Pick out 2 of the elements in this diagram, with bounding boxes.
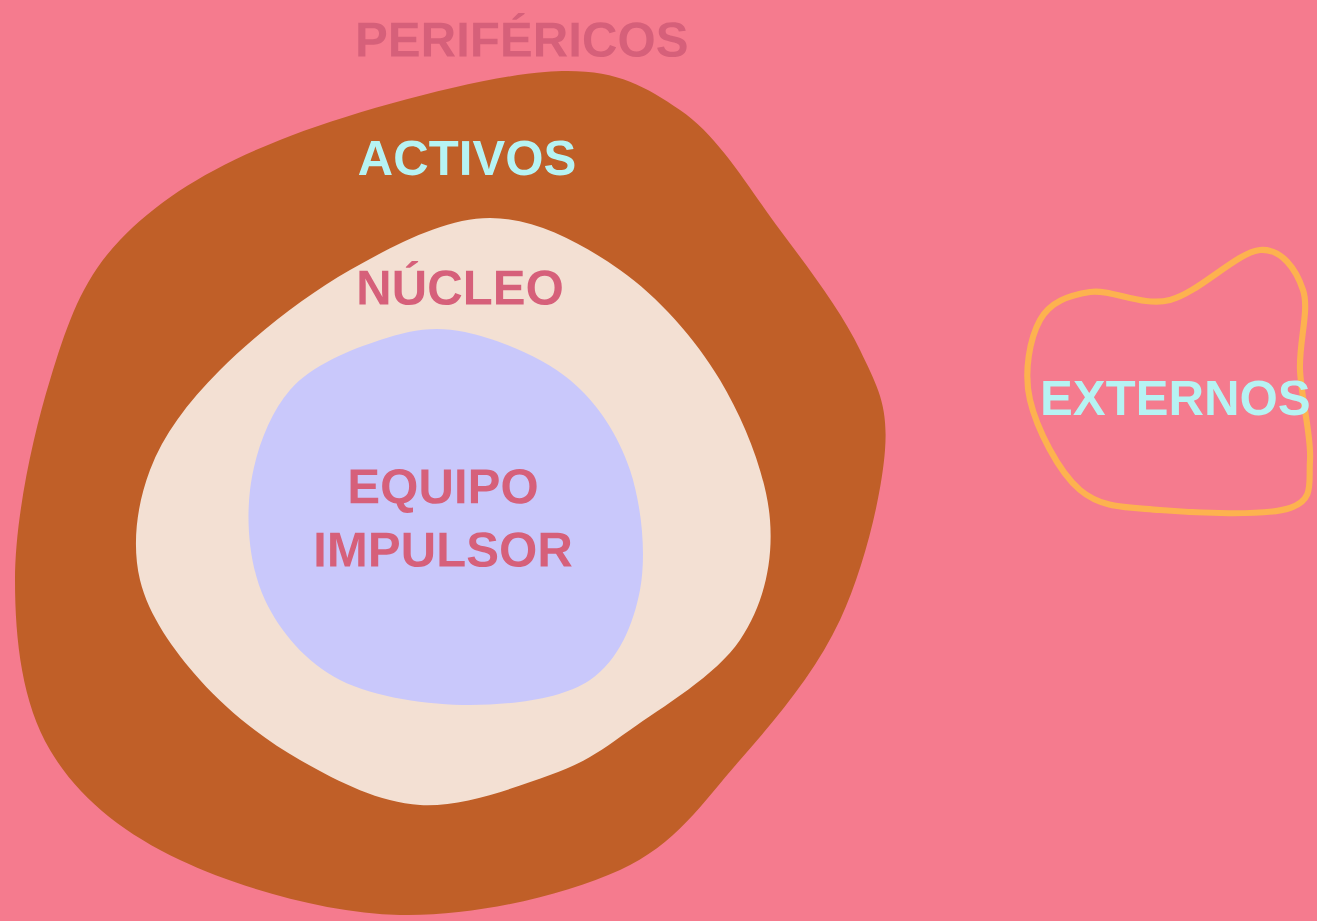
region-blob: EQUIPO IMPULSOR — [248, 328, 643, 705]
outline-blob: EXTERNOS — [1024, 246, 1314, 517]
